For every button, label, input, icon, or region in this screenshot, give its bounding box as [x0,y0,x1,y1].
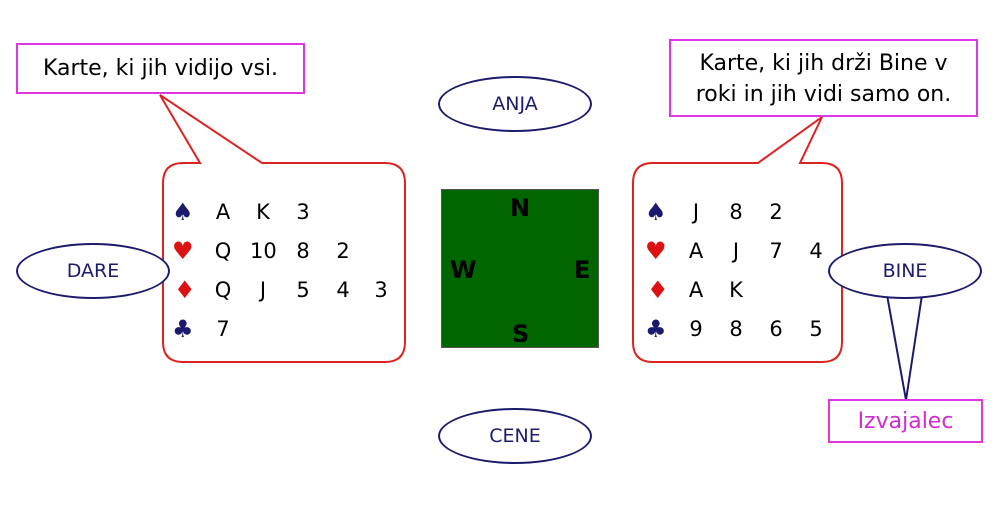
card-table: N W E S [441,189,599,348]
player-south: CENE [438,408,592,464]
direction-south: S [512,320,530,348]
visible-cards-text: Karte, ki jih vidijo vsi. [42,56,279,81]
player-west-name: DARE [66,260,120,282]
hidden-cards-text-line2: roki in jih vidi samo on. [695,82,952,107]
player-west: DARE [16,243,170,299]
card: J [692,200,700,224]
dummy-bubble [159,94,406,363]
heart-icon: ♥ [172,237,194,265]
card: Q [214,278,232,302]
declarer-pointer [886,294,923,401]
club-icon: ♣ [172,315,194,343]
card: A [688,278,704,302]
card: J [732,239,740,263]
card: 4 [336,278,350,302]
player-south-name: CENE [489,425,541,447]
card: 8 [296,239,310,263]
card: 7 [216,317,230,341]
card: 3 [374,278,388,302]
card: Q [214,239,232,263]
declarer-label-box: Izvajalec [828,399,983,443]
card: 5 [296,278,310,302]
card: 2 [336,239,350,263]
card: 3 [296,200,310,224]
spade-icon: ♠ [645,198,667,226]
hidden-cards-text-line1: Karte, ki jih drži Bine v [699,51,948,76]
spade-icon: ♠ [172,198,194,226]
card: A [215,200,231,224]
direction-west: W [450,256,477,284]
club-icon: ♣ [645,315,667,343]
card: K [729,278,743,302]
player-east-name: BINE [882,260,928,282]
card: 6 [769,317,783,341]
card: K [256,200,270,224]
card: 4 [809,239,823,263]
declarer-bubble [632,116,843,363]
visible-cards-callout: Karte, ki jih vidijo vsi. [16,43,305,94]
card: 2 [769,200,783,224]
player-east: BINE [828,243,982,299]
card: 9 [689,317,703,341]
card: 10 [250,239,277,263]
card: A [688,239,704,263]
heart-icon: ♥ [645,237,667,265]
card: J [259,278,267,302]
declarer-label: Izvajalec [857,408,954,434]
card: 8 [729,317,743,341]
card: 7 [769,239,783,263]
card: 5 [809,317,823,341]
player-north-name: ANJA [492,93,538,115]
player-north: ANJA [438,76,592,132]
hidden-cards-callout: Karte, ki jih drži Bine v roki in jih vi… [669,39,978,117]
diamond-icon: ♦ [647,276,669,304]
direction-east: E [574,256,591,284]
direction-north: N [510,194,531,222]
card: 8 [729,200,743,224]
diamond-icon: ♦ [174,276,196,304]
